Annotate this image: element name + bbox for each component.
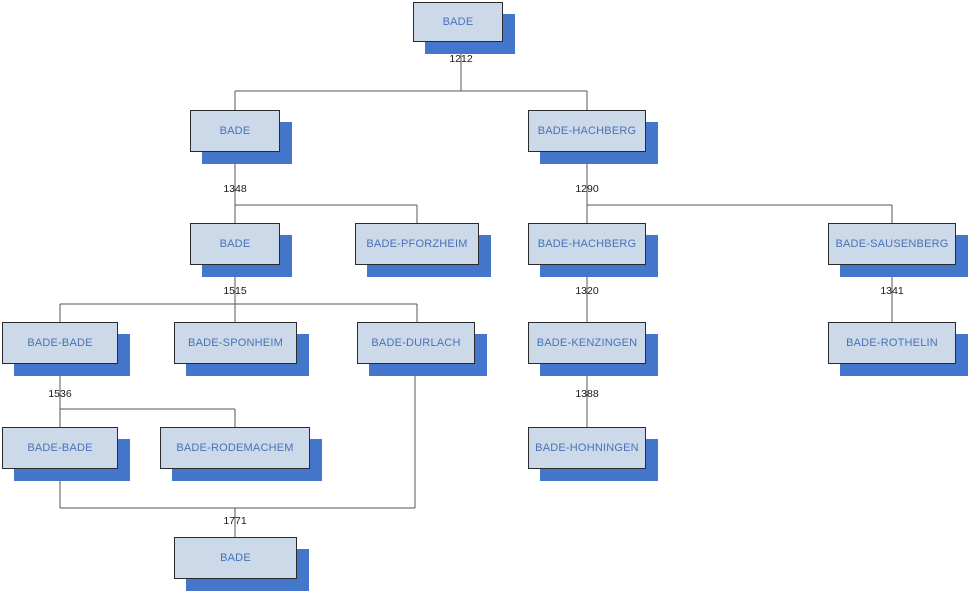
node-box[interactable]: BADE-SAUSENBERG <box>828 223 956 265</box>
node-box[interactable]: BADE-BADE <box>2 322 118 364</box>
node-box[interactable]: BADE <box>174 537 297 579</box>
edge-year-label: 1771 <box>223 515 247 527</box>
node-box[interactable]: BADE-HOHNINGEN <box>528 427 646 469</box>
node-box[interactable]: BADE-KENZINGEN <box>528 322 646 364</box>
node-box[interactable]: BADE <box>190 223 280 265</box>
edge-year-label: 1388 <box>575 388 599 400</box>
edge-year-label: 1341 <box>880 285 904 297</box>
node-box[interactable]: BADE-HACHBERG <box>528 223 646 265</box>
node-box[interactable]: BADE-BADE <box>2 427 118 469</box>
edge-year-label: 1320 <box>575 285 599 297</box>
node-box[interactable]: BADE-ROTHELIN <box>828 322 956 364</box>
node-box[interactable]: BADE <box>190 110 280 152</box>
edge-year-label: 1348 <box>223 183 247 195</box>
node-box[interactable]: BADE-DURLACH <box>357 322 475 364</box>
node-box[interactable]: BADE-RODEMACHEM <box>160 427 310 469</box>
node-box[interactable]: BADE-HACHBERG <box>528 110 646 152</box>
node-box[interactable]: BADE-PFORZHEIM <box>355 223 479 265</box>
edge-year-label: 1536 <box>48 388 72 400</box>
node-box[interactable]: BADE <box>413 2 503 42</box>
node-box[interactable]: BADE-SPONHEIM <box>174 322 297 364</box>
edge-year-label: 1515 <box>223 285 247 297</box>
edge-year-label: 1290 <box>575 183 599 195</box>
edge-year-label: 1212 <box>449 53 473 65</box>
